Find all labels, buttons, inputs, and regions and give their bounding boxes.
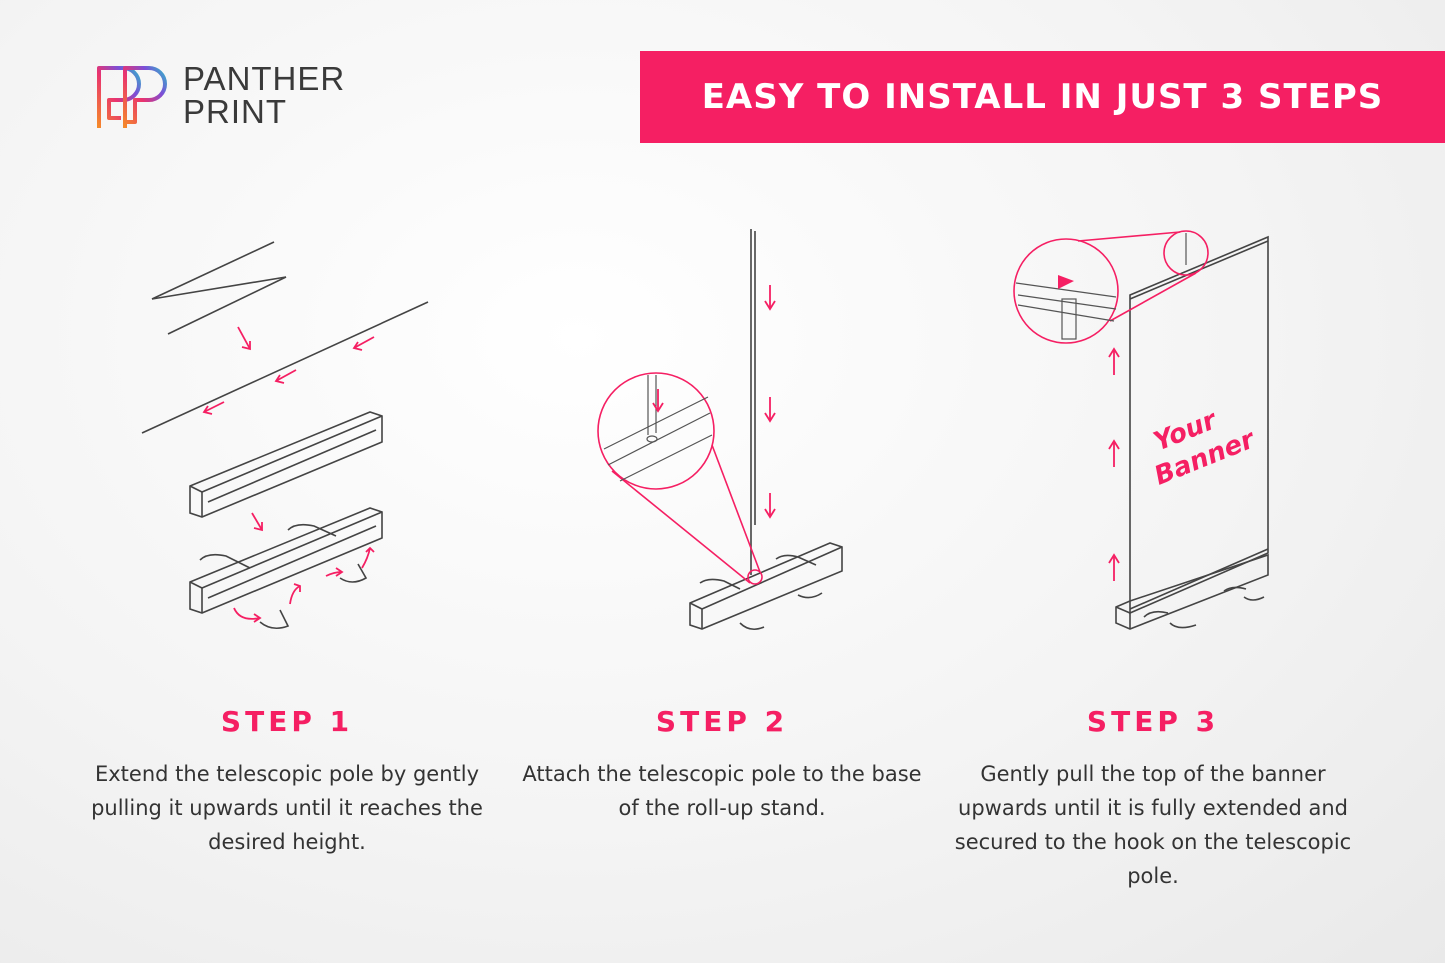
step-2-title: STEP 2 xyxy=(655,705,789,738)
step-3-description: Gently pull the top of the banner upward… xyxy=(954,762,1352,888)
brand-name: PANTHER PRINT xyxy=(183,62,345,128)
step-1-illustration xyxy=(141,241,429,630)
step-3-title: STEP 3 xyxy=(1086,705,1220,738)
step-3-illustration: Your Banner xyxy=(1013,230,1269,630)
logo-mark-icon xyxy=(97,66,167,128)
step-2-description: Attach the telescopic pole to the base o… xyxy=(522,762,922,820)
brand-logo: PANTHER PRINT xyxy=(95,62,375,132)
brand-line-1: PANTHER xyxy=(183,60,346,97)
header-title: EASY TO INSTALL IN JUST 3 STEPS xyxy=(701,77,1384,117)
header-banner: EASY TO INSTALL IN JUST 3 STEPS xyxy=(640,51,1445,143)
brand-line-2: PRINT xyxy=(183,93,287,130)
step-1-description: Extend the telescopic pole by gently pul… xyxy=(91,762,483,854)
step-1-title: STEP 1 xyxy=(220,705,354,738)
step-2-illustration xyxy=(597,229,843,631)
banner-label: Your Banner xyxy=(1149,405,1260,492)
